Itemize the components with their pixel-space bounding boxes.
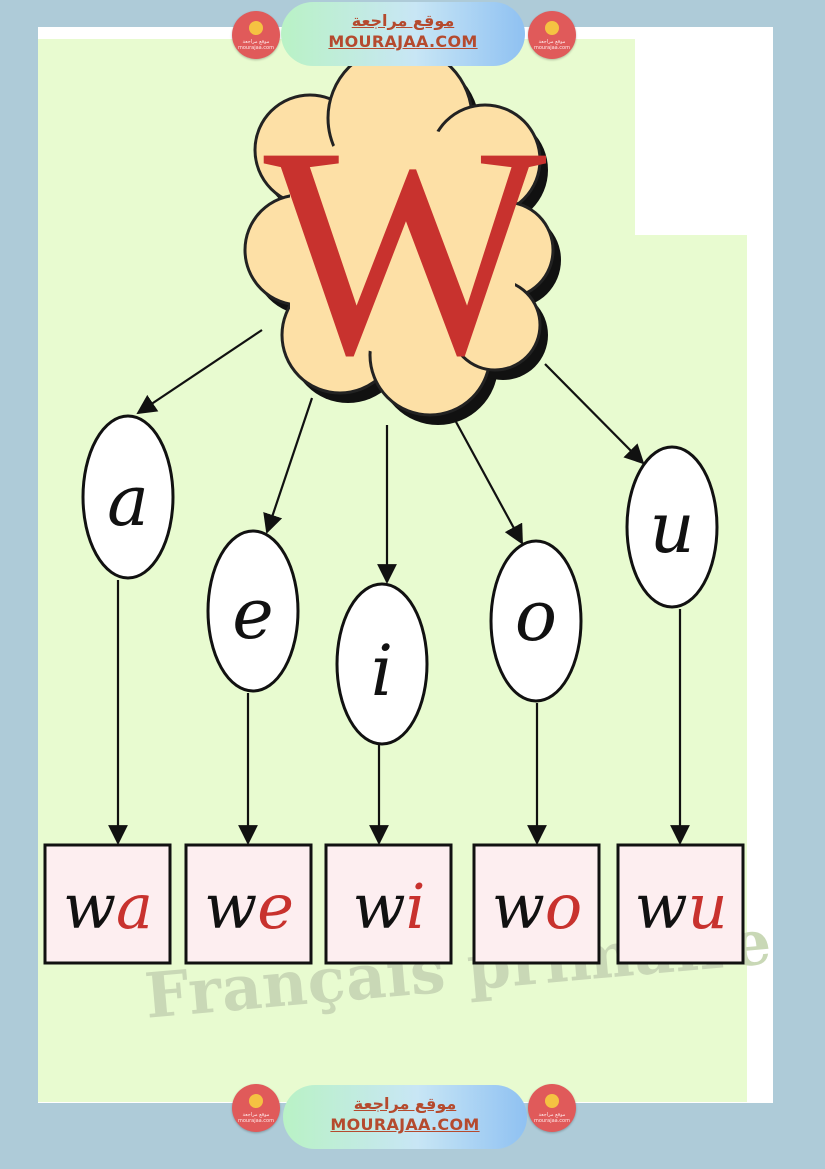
vowel-node-a: a — [81, 414, 175, 580]
logo-badge-top-right: موقع مراجعة mourajaa.com — [528, 11, 576, 59]
syllable-consonant-wi: w — [353, 870, 406, 943]
banner-arabic-title[interactable]: موقع مراجعة — [351, 11, 455, 30]
cloud-arrows — [136, 329, 645, 584]
white-corner — [635, 27, 747, 235]
banner-site-link[interactable]: MOURAJAA.COM — [330, 1115, 480, 1134]
cloud-fill-center — [285, 125, 515, 355]
vowel-i: i — [371, 630, 393, 712]
svg-text:we: we — [204, 870, 294, 943]
syllable-box-wi: wi — [324, 843, 453, 965]
syllable-consonant-wa: w — [63, 870, 116, 943]
site-banner-top[interactable]: موقع مراجعة MOURAJAA.COM — [281, 2, 525, 66]
vowel-nodes: a e i o u — [81, 414, 719, 746]
logo-icon — [545, 1094, 559, 1108]
banner-arabic-title[interactable]: موقع مراجعة — [353, 1094, 457, 1113]
logo-badge-top-left: موقع مراجعة mourajaa.com — [232, 11, 280, 59]
logo-icon — [249, 21, 263, 35]
syllable-box-wu: wu — [616, 843, 745, 965]
syllable-consonant-wo: w — [492, 870, 545, 943]
vowel-arrows — [108, 580, 690, 845]
banner-site-link[interactable]: MOURAJAA.COM — [328, 32, 478, 51]
badge-caption: موقع مراجعة mourajaa.com — [237, 39, 274, 51]
vowel-node-i: i — [335, 582, 429, 746]
svg-text:wa: wa — [63, 870, 153, 943]
logo-icon — [545, 21, 559, 35]
svg-text:wi: wi — [353, 870, 426, 943]
badge-caption: موقع مراجعة mourajaa.com — [533, 39, 570, 51]
vowel-node-u: u — [625, 445, 719, 609]
vowel-a: a — [107, 460, 149, 542]
syllable-vowel-wi: i — [406, 870, 426, 943]
site-banner-bottom[interactable]: موقع مراجعة MOURAJAA.COM — [283, 1085, 527, 1149]
vowel-e: e — [232, 573, 273, 655]
vowel-node-e: e — [206, 529, 300, 693]
syllable-boxes: wa we wi wo wu — [43, 843, 745, 965]
logo-icon — [249, 1094, 263, 1108]
syllable-consonant-wu: w — [634, 870, 687, 943]
vowel-node-o: o — [489, 539, 583, 703]
syllable-vowel-wu: u — [688, 870, 728, 943]
syllable-box-wa: wa — [43, 843, 172, 965]
syllable-vowel-wa: a — [116, 870, 153, 943]
svg-text:wu: wu — [634, 870, 727, 943]
vowel-u: u — [649, 487, 694, 569]
vowel-o: o — [515, 575, 557, 657]
syllable-vowel-we: e — [257, 870, 294, 943]
main-letter: W — [263, 85, 549, 417]
syllable-vowel-wo: o — [545, 870, 582, 943]
logo-badge-bottom-right: موقع مراجعة mourajaa.com — [528, 1084, 576, 1132]
badge-caption: موقع مراجعة mourajaa.com — [533, 1112, 570, 1124]
syllable-box-wo: wo — [472, 843, 601, 965]
syllable-consonant-we: w — [204, 870, 257, 943]
badge-caption: موقع مراجعة mourajaa.com — [237, 1112, 274, 1124]
logo-badge-bottom-left: موقع مراجعة mourajaa.com — [232, 1084, 280, 1132]
svg-text:wo: wo — [492, 870, 582, 943]
syllable-box-we: we — [184, 843, 313, 965]
